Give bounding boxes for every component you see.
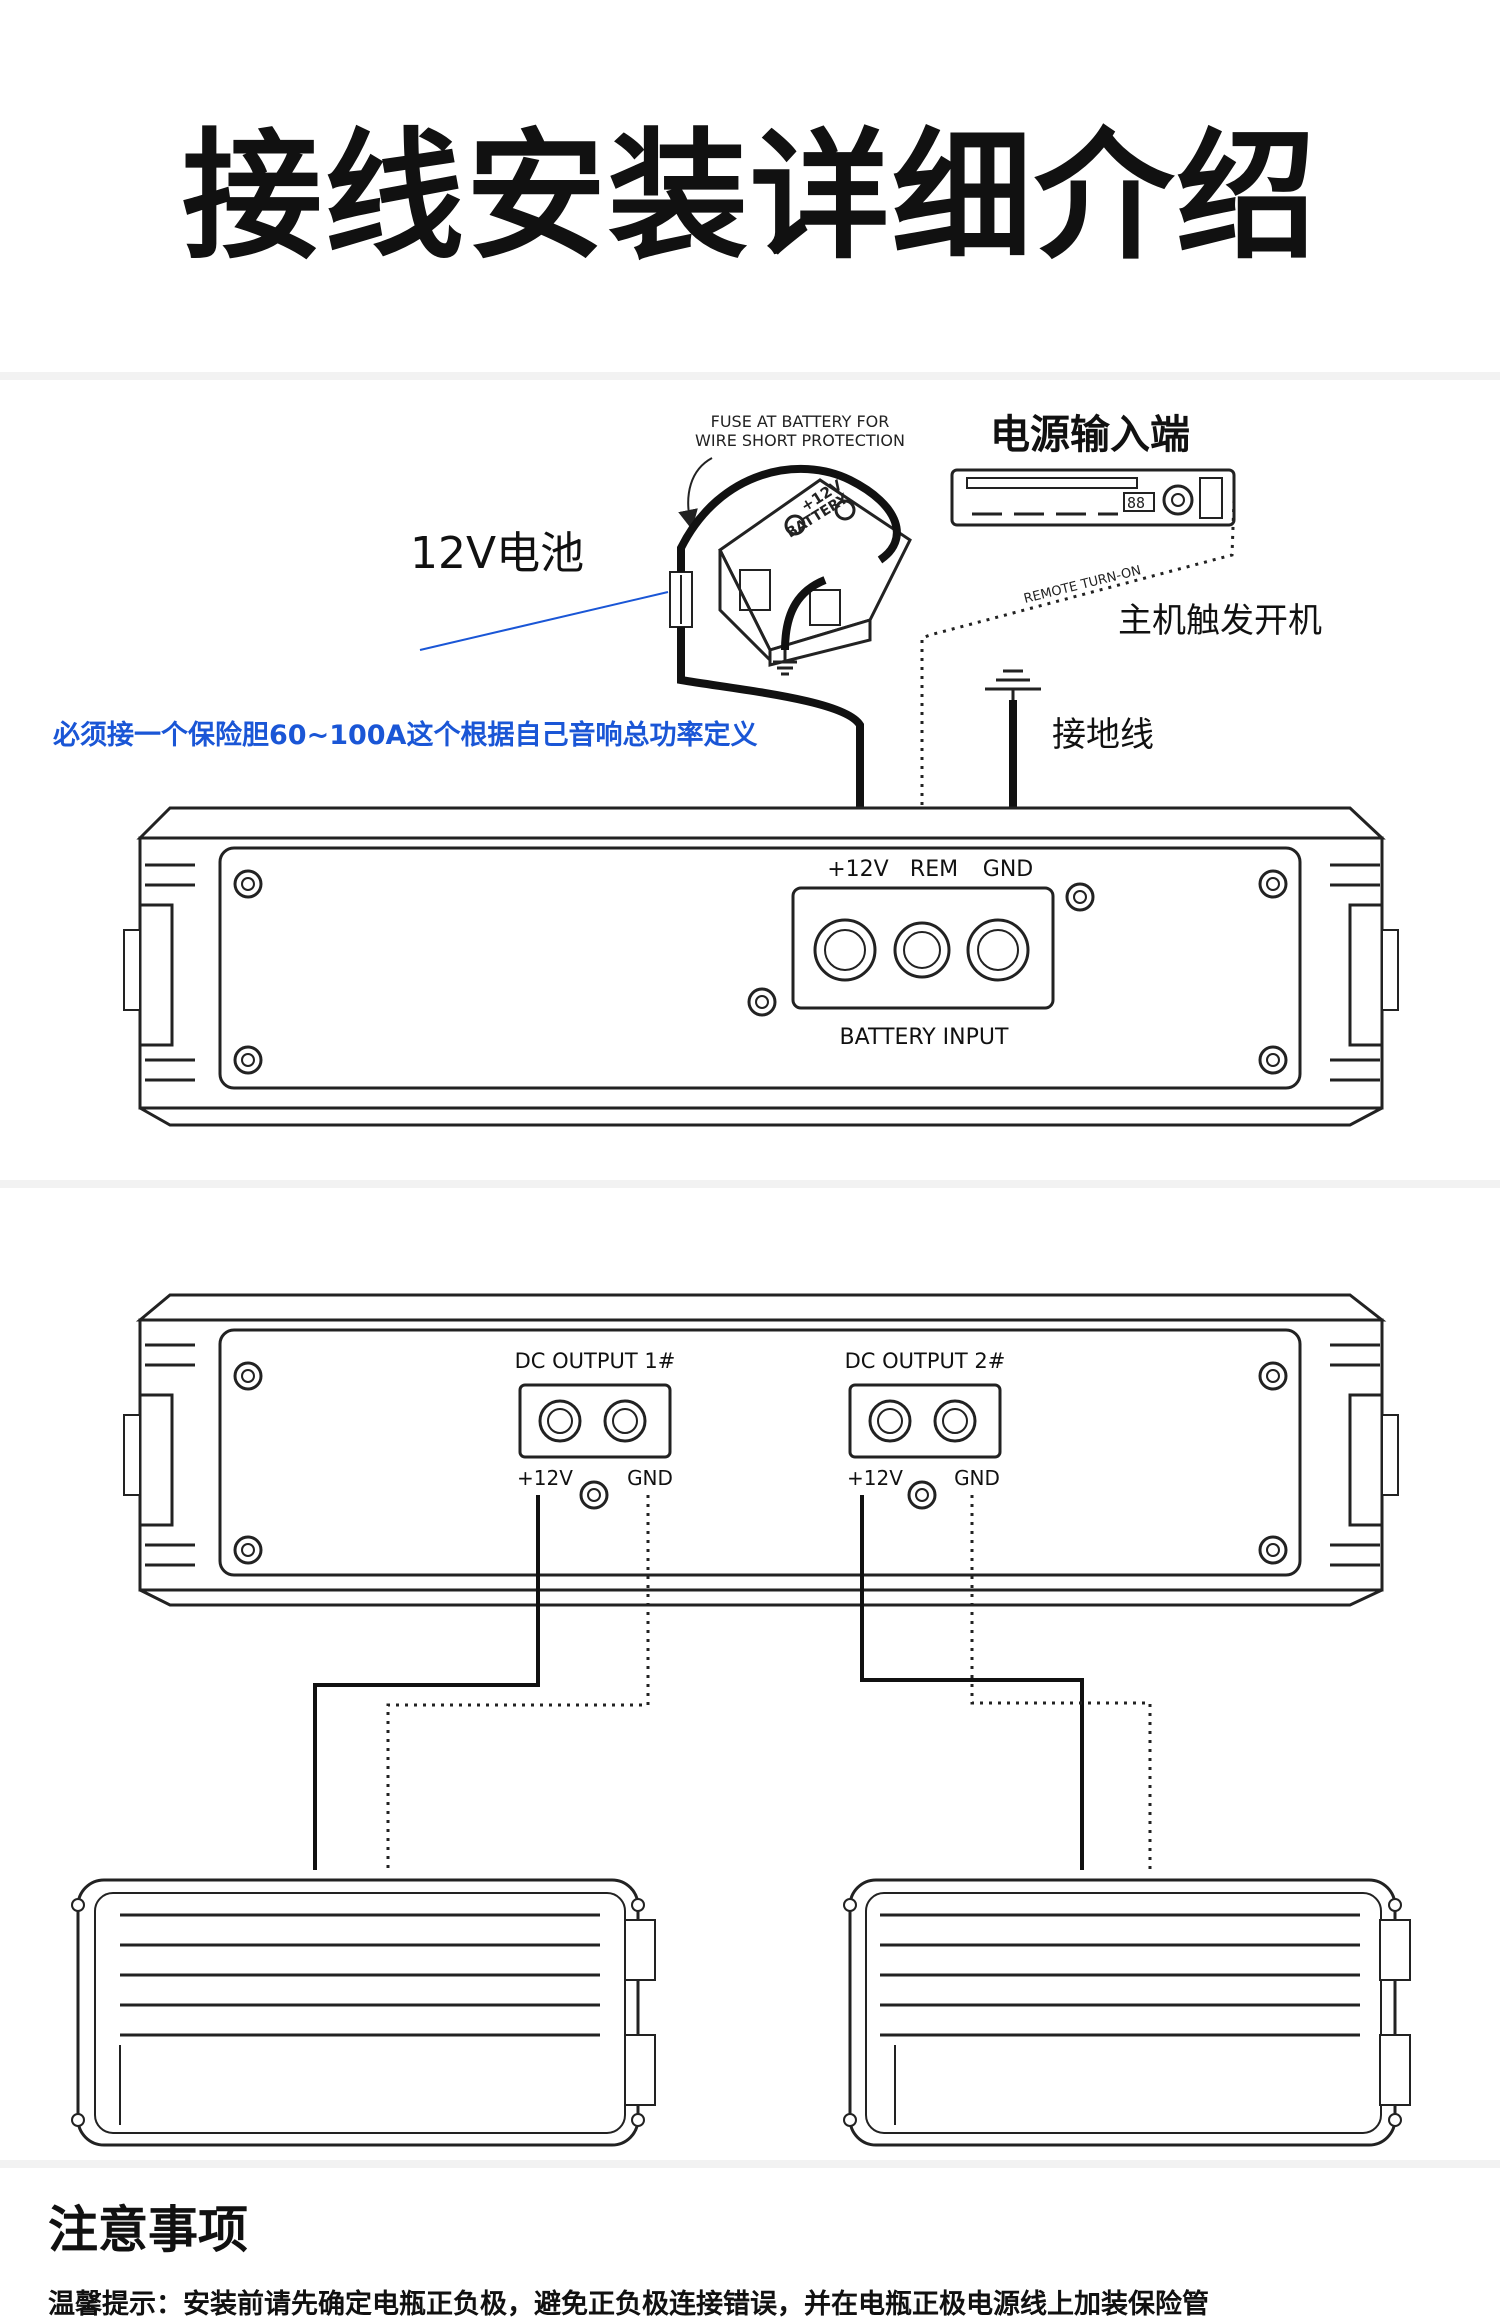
out1-12v-label: +12V	[517, 1466, 573, 1490]
battery-input-label: BATTERY INPUT	[840, 1025, 1009, 1050]
fuse-requirement-note: 必须接一个保险胆60~100A这个根据自己音响总功率定义	[53, 719, 757, 751]
chassis-ground-icon	[985, 669, 1041, 700]
battery-label: 12V电池	[410, 528, 584, 579]
out1-12v-wire	[313, 1495, 540, 1870]
main-12v-wire	[677, 627, 864, 848]
distribution-amplifier-icon	[123, 1293, 1399, 1607]
battery-icon: +12V BATTERY	[718, 476, 912, 667]
fuse-pointer-line	[419, 591, 669, 651]
head-unit-icon: 88	[950, 468, 1236, 527]
out1-gnd-label: GND	[627, 1466, 673, 1490]
terminal-12v-label: +12V	[827, 857, 888, 882]
battery-negative-wire	[781, 576, 827, 651]
fuse-icon	[669, 571, 693, 628]
amplifier-right-icon	[843, 1878, 1411, 2147]
dc-output-2-label: DC OUTPUT 2#	[845, 1349, 1006, 1373]
out2-gnd-label: GND	[954, 1466, 1000, 1490]
fuse-note-line2: WIRE SHORT PROTECTION	[695, 431, 905, 450]
out2-gnd-wire	[970, 1495, 1152, 1870]
head-unit-trigger-label: 主机触发开机	[1118, 601, 1322, 641]
section-divider-middle	[0, 1180, 1500, 1188]
ground-symbol-icon	[773, 650, 797, 676]
notes-heading: 注意事项	[48, 2201, 248, 2259]
head-unit-display: 88	[1127, 494, 1145, 512]
amplifier-left-icon	[71, 1878, 656, 2147]
dc-output-1-label: DC OUTPUT 1#	[515, 1349, 676, 1373]
terminal-gnd-label: GND	[983, 857, 1033, 882]
ground-wire-label: 接地线	[1052, 715, 1154, 755]
out2-12v-label: +12V	[847, 1466, 903, 1490]
fuse-note-arrow	[678, 457, 713, 530]
amplifier-icon	[123, 806, 1399, 1127]
terminal-rem-label: REM	[910, 857, 958, 882]
fuse-note-line1: FUSE AT BATTERY FOR	[711, 412, 890, 431]
page-title: 接线安装详细介绍	[181, 116, 1318, 279]
out2-12v-wire	[860, 1495, 1084, 1870]
power-input-label: 电源输入端	[990, 412, 1190, 458]
battery-positive-wire	[677, 464, 901, 572]
notes-tip: 温馨提示：安装前请先确定电瓶正负极，避免正负极连接错误，并在电瓶正极电源线上加装…	[48, 2289, 1209, 2320]
section-divider-bottom	[0, 2160, 1500, 2168]
remote-dotted-wire	[920, 499, 1236, 848]
section-divider-top	[0, 372, 1500, 380]
